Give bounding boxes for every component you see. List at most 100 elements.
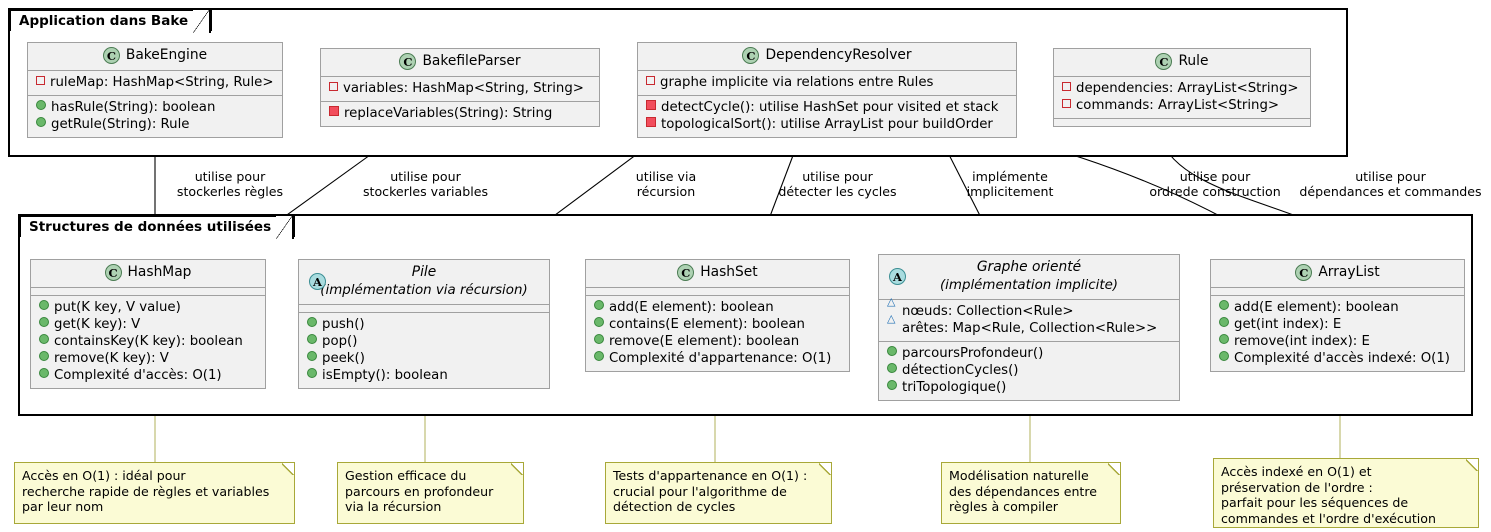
note-line: Tests d'appartenance en O(1) :	[613, 468, 808, 483]
method-label: remove(K key): V	[54, 350, 169, 366]
edge-label-line: utilise pour	[1179, 169, 1251, 184]
public-method-icon	[1219, 316, 1229, 327]
method-row: parcoursProfondeur()	[886, 345, 1172, 362]
edge-label-line: implicitement	[966, 184, 1054, 199]
abstract-stereotype-icon: A	[889, 267, 906, 285]
private-method-icon	[646, 116, 656, 127]
public-method-icon	[887, 362, 897, 373]
method-label: peek()	[322, 350, 365, 366]
attribute-label: dependencies: ArrayList<String>	[1076, 80, 1299, 96]
method-label: get(K key): V	[54, 316, 141, 332]
note-hashmap[interactable]: Accès en O(1) : idéal pour recherche rap…	[14, 462, 295, 524]
attribute-label: variables: HashMap<String, String>	[343, 80, 584, 96]
note-graphe[interactable]: Modélisation naturelle des dépendances e…	[941, 462, 1121, 524]
note-hashset[interactable]: Tests d'appartenance en O(1) : crucial p…	[605, 462, 832, 524]
public-method-icon	[594, 350, 604, 361]
private-field-icon	[1062, 81, 1071, 91]
method-row: peek()	[306, 350, 542, 367]
method-row: get(int index): E	[1218, 316, 1457, 333]
note-arraylist[interactable]: Accès indexé en O(1) et préservation de …	[1213, 458, 1479, 528]
class-graphe-header: A Graphe orienté (implémentation implici…	[879, 255, 1179, 300]
attribute-row: ruleMap: HashMap<String, Rule>	[35, 74, 275, 91]
note-line: via la récursion	[345, 499, 442, 515]
method-row: pop()	[306, 333, 542, 350]
class-dependencyresolver[interactable]: C DependencyResolver graphe implicite via…	[637, 42, 1017, 138]
private-field-icon	[1062, 98, 1071, 108]
attribute-label: graphe implicite via relations entre Rul…	[660, 74, 934, 90]
edge-label-store-rules: utilise pour stockerles règles	[160, 169, 300, 199]
attribute-row: arêtes: Map<Rule, Collection<Rule>>	[886, 313, 1172, 337]
class-pile[interactable]: A Pile (implémentation via récursion) pu…	[298, 259, 550, 389]
edge-label-line: stockerles règles	[176, 184, 284, 199]
class-dependencyresolver-attributes: graphe implicite via relations entre Rul…	[638, 71, 1016, 96]
attribute-row: variables: HashMap<String, String>	[328, 80, 592, 97]
class-graphe-oriente[interactable]: A Graphe orienté (implémentation implici…	[878, 254, 1180, 401]
method-label: remove(E element): boolean	[609, 333, 800, 349]
edge-label-store-variables: utilise pour stockerles variables	[343, 169, 508, 199]
edge-label-line: utilise pour	[1355, 169, 1426, 184]
note-line: des dépendances entre	[949, 483, 1098, 499]
public-method-icon	[307, 350, 317, 361]
method-row: containsKey(K key): boolean	[38, 333, 258, 350]
method-row: triTopologique()	[886, 379, 1172, 396]
class-stereotype-icon: C	[399, 53, 417, 70]
method-label: contains(E element): boolean	[609, 316, 805, 332]
method-label: containsKey(K key): boolean	[54, 333, 243, 349]
public-method-icon	[887, 345, 897, 356]
class-hashmap-methods: put(K key, V value) get(K key): V contai…	[31, 296, 265, 388]
class-rule-attributes: dependencies: ArrayList<String> commands…	[1054, 77, 1310, 119]
edge-label-build-order: utilise pour ordrede construction	[1130, 169, 1300, 199]
note-line: Gestion efficace du	[345, 468, 467, 483]
package-field-icon	[887, 313, 897, 332]
class-dependencyresolver-methods: detectCycle(): utilise HashSet pour visi…	[638, 96, 1016, 137]
method-label: parcoursProfondeur()	[902, 345, 1044, 361]
method-label: add(E element): boolean	[609, 299, 774, 315]
public-method-icon	[307, 316, 317, 327]
attribute-label: commands: ArrayList<String>	[1076, 97, 1280, 113]
class-dependencyresolver-title: DependencyResolver	[765, 47, 912, 63]
method-row: get(K key): V	[38, 316, 258, 333]
method-row: remove(K key): V	[38, 350, 258, 367]
edge-label-line: utilise pour	[194, 169, 266, 184]
edge-label-deps-commands: utilise pour dépendances et commandes	[1293, 169, 1488, 199]
method-label: getRule(String): Rule	[51, 116, 190, 132]
class-dependencyresolver-header: C DependencyResolver	[638, 43, 1016, 71]
class-stereotype-icon: C	[1295, 264, 1313, 281]
edge-label-line: détecter les cycles	[778, 184, 897, 199]
edge-label-detect-cycles: utilise pour détecter les cycles	[760, 169, 915, 199]
public-method-icon	[594, 333, 604, 344]
note-line: Accès indexé en O(1) et	[1221, 464, 1372, 479]
public-method-icon	[39, 299, 49, 310]
class-graphe-subtitle: (implémentation implicite)	[939, 277, 1119, 293]
class-hashmap-title: HashMap	[127, 264, 192, 280]
method-row: push()	[306, 316, 542, 333]
class-pile-subtitle: (implémentation via récursion)	[320, 282, 528, 298]
edge-label-line: ordrede construction	[1149, 184, 1281, 199]
note-line: crucial pour l'algorithme de	[613, 483, 787, 499]
class-stereotype-icon: C	[677, 264, 695, 281]
edge-label-recursion: utilise via récursion	[616, 169, 716, 199]
public-method-icon	[1219, 299, 1229, 310]
class-arraylist-methods: add(E element): boolean get(int index): …	[1211, 296, 1464, 371]
package-application-title: Application dans Bake	[9, 9, 213, 33]
edge-label-line: implémente	[972, 169, 1048, 184]
class-pile-header: A Pile (implémentation via récursion)	[299, 260, 549, 305]
attribute-label: ruleMap: HashMap<String, Rule>	[50, 74, 274, 90]
class-stereotype-icon: C	[742, 47, 760, 64]
public-method-icon	[1219, 350, 1229, 361]
private-field-icon	[646, 75, 655, 85]
method-label: Complexité d'appartenance: O(1)	[609, 350, 832, 366]
class-bakefileparser-attributes: variables: HashMap<String, String>	[321, 77, 599, 102]
method-row: add(E element): boolean	[593, 299, 842, 316]
note-pile[interactable]: Gestion efficace du parcours en profonde…	[337, 462, 524, 524]
class-hashmap-attributes	[31, 288, 265, 296]
